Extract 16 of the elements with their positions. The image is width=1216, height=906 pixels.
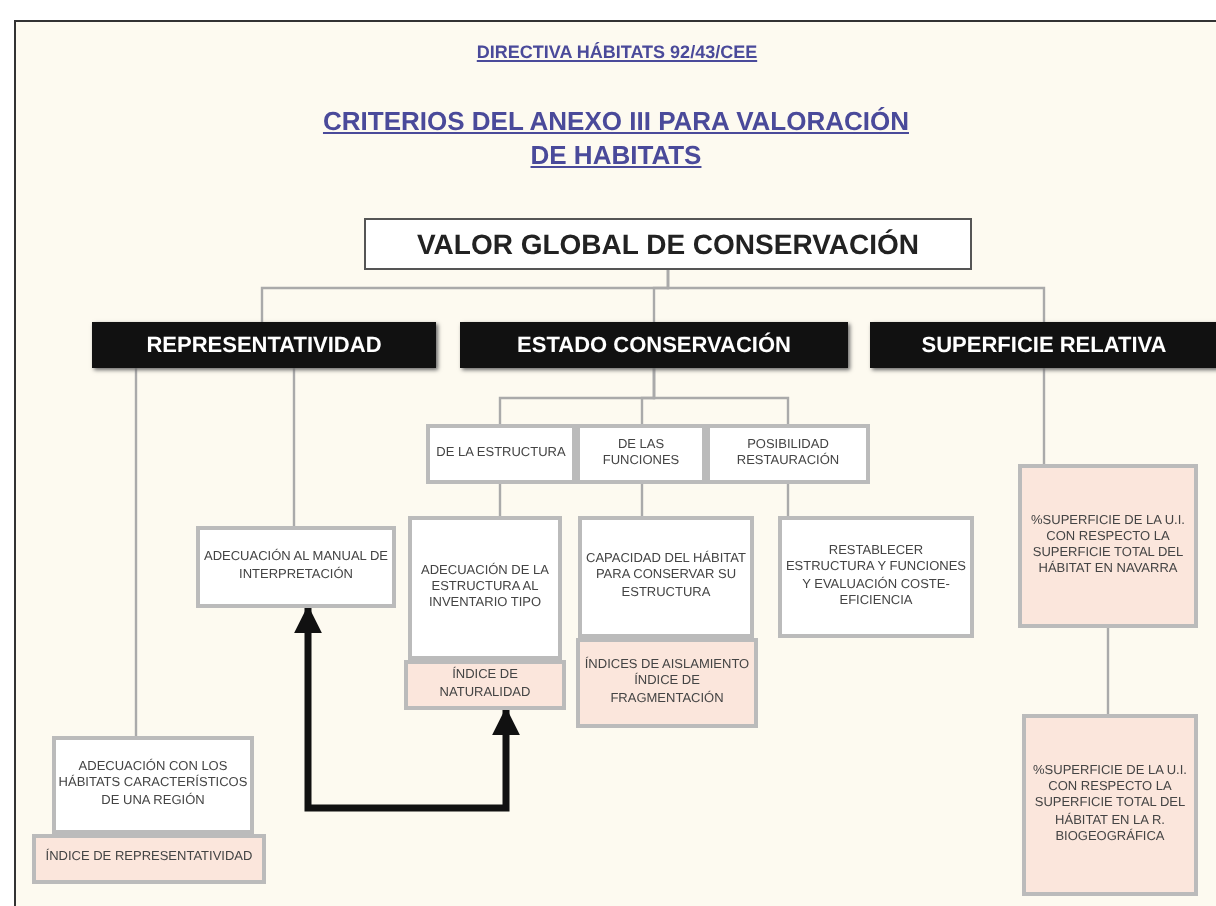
title: CRITERIOS DEL ANEXO III PARA VALORACIÓN DE HABITATS [320, 106, 911, 174]
connector-line [666, 270, 1046, 322]
connector-line [786, 484, 790, 516]
connector-line [1042, 368, 1046, 464]
category-box: SUPERFICIE RELATIVA [870, 322, 1216, 368]
connector-line [652, 368, 790, 424]
category-box: ESTADO CONSERVACIÓN [460, 322, 848, 368]
connector-line [498, 484, 502, 516]
connector-line [292, 368, 296, 526]
arrow [294, 605, 520, 812]
connector-line [134, 368, 138, 736]
connector-line [640, 484, 644, 516]
subtitle: DIRECTIVA HÁBITATS 92/43/CEE [474, 42, 760, 62]
root-box: VALOR GLOBAL DE CONSERVACIÓN [364, 218, 972, 270]
connector-line [1106, 628, 1110, 714]
category-box: REPRESENTATIVIDAD [92, 322, 436, 368]
